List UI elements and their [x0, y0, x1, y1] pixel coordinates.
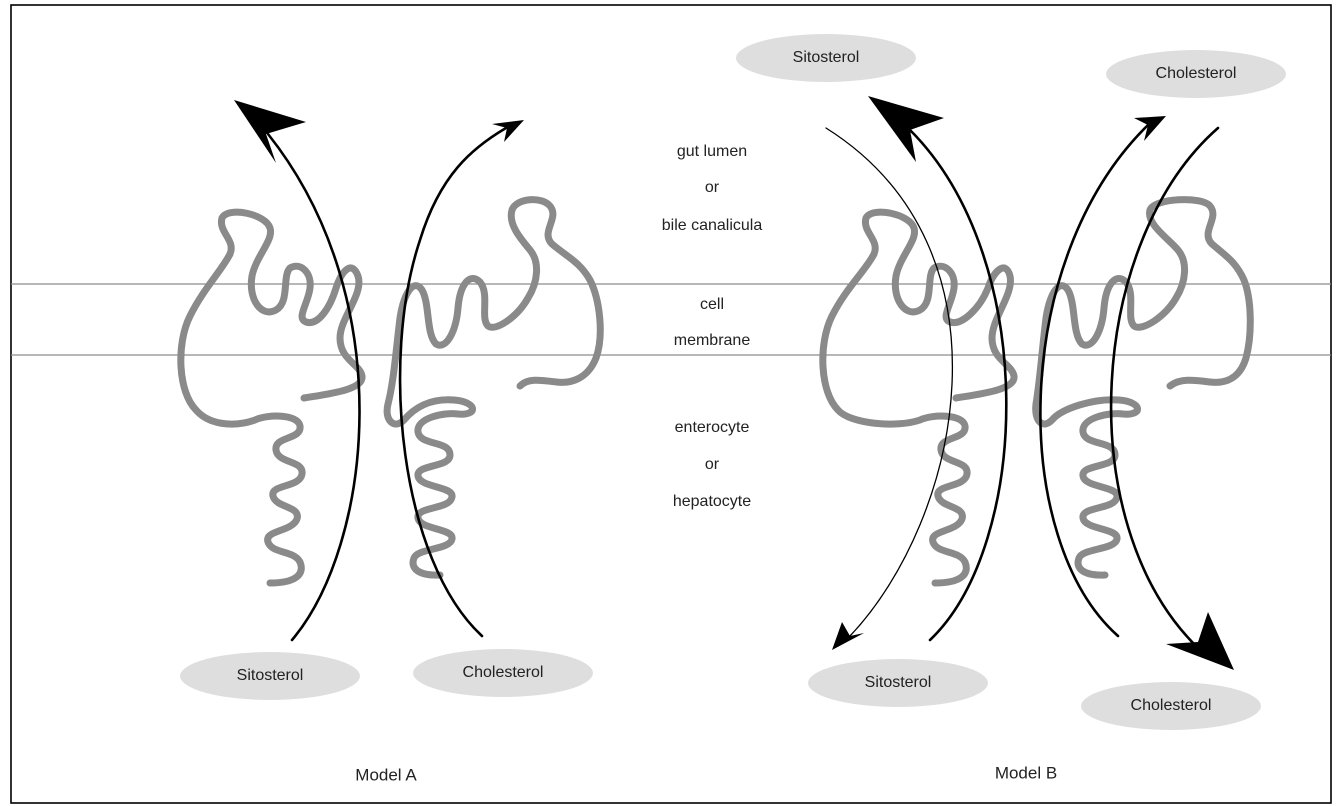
model-b-bottom-cholesterol-label: Cholesterol	[1131, 697, 1212, 714]
cell-label-line2: or	[705, 456, 720, 473]
lumen-label-line2: or	[705, 179, 720, 196]
model-a-cholesterol-label: Cholesterol	[463, 664, 544, 681]
model-a-caption: Model A	[355, 765, 417, 784]
lumen-label-line1: gut lumen	[677, 143, 747, 160]
model-b-top-cholesterol-label: Cholesterol	[1156, 65, 1237, 82]
cell-label-line1: enterocyte	[675, 419, 750, 436]
lumen-label-line3: bile canalicula	[662, 217, 763, 234]
cell-label-line3: hepatocyte	[673, 493, 751, 510]
membrane-label-line1: cell	[700, 296, 724, 313]
model-b-bottom-sitosterol-label: Sitosterol	[865, 674, 932, 691]
model-b-top-sitosterol-label: Sitosterol	[793, 49, 860, 66]
model-a-sitosterol-label: Sitosterol	[237, 667, 304, 684]
model-b-caption: Model B	[995, 763, 1057, 782]
membrane-label-line2: membrane	[674, 332, 751, 349]
